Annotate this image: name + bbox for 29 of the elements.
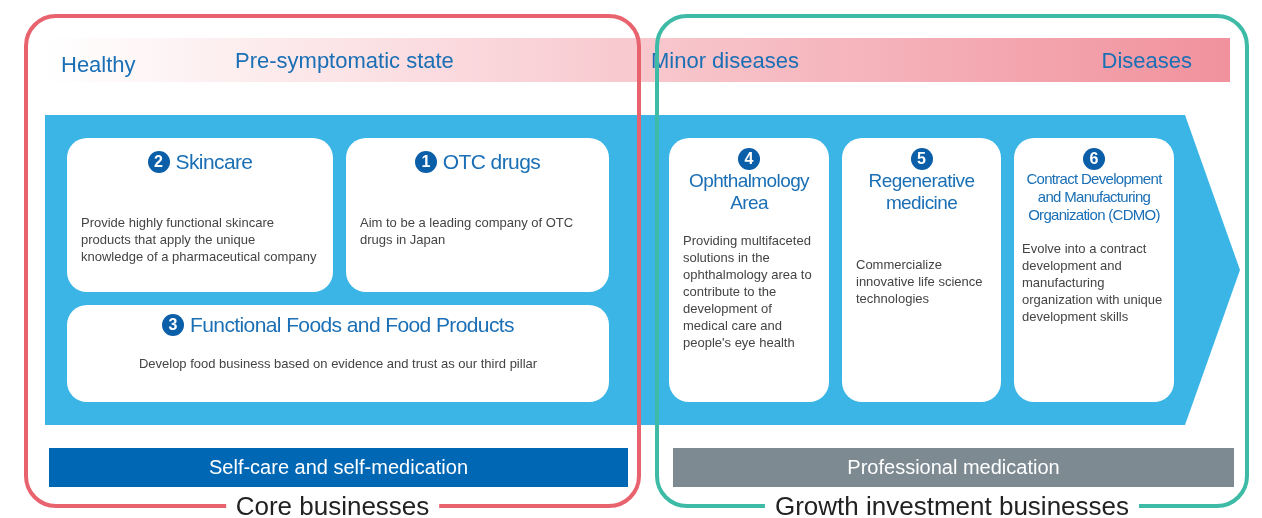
business-card	[842, 138, 1001, 402]
stage-label: Pre-symptomatic state	[235, 48, 454, 74]
business-card	[346, 138, 609, 292]
number-badge: 2	[147, 151, 170, 173]
card-heading: Contract Development and Manufacturing Organization (CDMO)	[1025, 170, 1164, 224]
card-description: Providing multifaceted solutions in the ophthalmology area to contribute to the development of medical care and people's eye health	[682, 232, 813, 351]
number-badge: 3	[162, 314, 184, 336]
business-card	[1014, 138, 1174, 402]
number-badge: 5	[910, 148, 933, 170]
number-badge: 1	[414, 151, 437, 173]
card-heading: Functional Foods and Food Products	[190, 313, 514, 336]
number-badge: 6	[1083, 148, 1105, 170]
card-description: Commercialize innovative life science technologies	[855, 256, 984, 307]
card-description: Evolve into a contract development and manufacturing organization with unique development skills	[1021, 240, 1164, 325]
card-description: Aim to be a leading company of OTC drugs in Japan	[359, 214, 575, 248]
card-heading: Regenerative medicine	[867, 170, 976, 214]
stage-label: Diseases	[1101, 48, 1192, 74]
card-heading: OTC drugs	[442, 150, 541, 173]
card-description: Develop food business based on evidence and trust as our third pillar	[137, 355, 539, 372]
card-heading: Skincare	[175, 150, 253, 173]
category-bar: Professional medication	[673, 448, 1234, 487]
card-description: Provide highly functional skincare products that apply the unique knowledge of a pharmaceutical company	[80, 214, 318, 265]
business-card	[67, 138, 333, 292]
number-badge: 4	[738, 148, 760, 170]
business-card	[669, 138, 829, 402]
business-card	[67, 305, 609, 402]
stage-label: Healthy	[61, 52, 136, 78]
category-bar: Self-care and self-medication	[49, 448, 628, 487]
card-heading: Ophthalmology Area	[688, 170, 811, 214]
